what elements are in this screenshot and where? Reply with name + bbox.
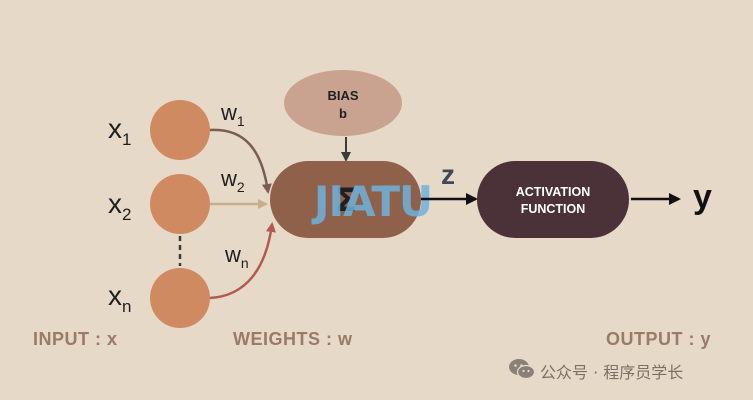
weights-caption: WEIGHTS : w bbox=[233, 329, 353, 349]
sum-symbol: Σ bbox=[335, 181, 357, 219]
input-node-x1 bbox=[150, 100, 210, 160]
weight-arrow-w1 bbox=[209, 128, 272, 194]
weight-label-wn: wn bbox=[224, 242, 249, 271]
output-symbol: y bbox=[693, 178, 712, 216]
input-label-x1: x1 bbox=[108, 113, 131, 149]
summation-node bbox=[270, 161, 421, 238]
input-label-x2: x2 bbox=[108, 188, 131, 224]
weight-arrow-wn bbox=[209, 222, 276, 300]
watermark-source-text: 公众号 · 程序员学长 bbox=[540, 363, 684, 382]
bias-symbol: b bbox=[339, 106, 347, 121]
weight-label-w2: w2 bbox=[220, 166, 245, 195]
z-label: z bbox=[441, 159, 455, 190]
bias-node bbox=[284, 70, 402, 136]
bias-label: BIAS bbox=[327, 88, 358, 103]
watermark-overlay: JIATU bbox=[311, 177, 432, 226]
wechat-icon bbox=[509, 359, 536, 380]
input-node-x2 bbox=[150, 174, 210, 234]
weight-label-w1: w1 bbox=[220, 100, 245, 129]
activation-label-line1: ACTIVATION bbox=[516, 185, 591, 199]
input-node-xn bbox=[150, 268, 210, 328]
activation-label-line2: FUNCTION bbox=[521, 202, 586, 216]
input-label-xn: xn bbox=[108, 280, 131, 316]
activation-function-node bbox=[477, 161, 629, 238]
input-caption: INPUT : x bbox=[33, 329, 118, 349]
output-caption: OUTPUT : y bbox=[606, 329, 712, 349]
